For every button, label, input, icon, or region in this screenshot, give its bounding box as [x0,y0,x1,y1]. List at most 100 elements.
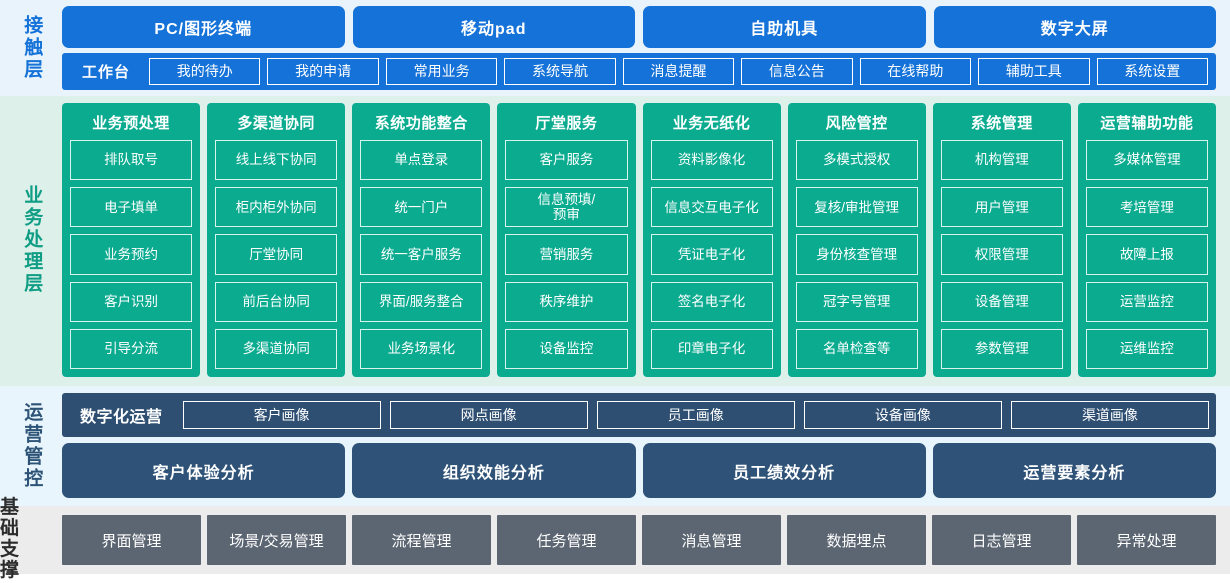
analysis-organization-efficiency[interactable]: 组织效能分析 [352,443,636,498]
business-item[interactable]: 客户服务 [505,140,628,181]
analysis-employee-performance[interactable]: 员工绩效分析 [642,443,926,498]
base-support-layer: 基础支撑 界面管理 场景/交易管理 流程管理 任务管理 消息管理 数据埋点 日志… [0,497,1230,581]
business-item[interactable]: 线上线下协同 [215,140,338,181]
business-item[interactable]: 界面/服务整合 [360,281,483,322]
portrait-chip-channel[interactable]: 渠道画像 [1010,401,1209,429]
business-item[interactable]: 印章电子化 [650,328,773,370]
analysis-customer-experience[interactable]: 客户体验分析 [62,443,346,498]
workbench-item-common-business[interactable]: 常用业务 [385,57,498,85]
business-layer-label: 业务处理层 [0,103,62,377]
business-item[interactable]: 参数管理 [940,328,1063,370]
contact-layer-label: 接触层 [0,6,62,90]
base-chip-task-management[interactable]: 任务管理 [497,515,636,565]
business-item[interactable]: 信息交互电子化 [650,187,773,228]
base-chip-data-tracking[interactable]: 数据埋点 [787,515,926,565]
base-chip-scenario-transaction-management[interactable]: 场景/交易管理 [207,515,346,565]
operations-management-layer: 运营管控 数字化运营 客户画像 网点画像 员工画像 设备画像 渠道画像 客户体验… [0,386,1230,506]
business-item[interactable]: 复核/审批管理 [795,187,918,228]
base-support-row: 界面管理 场景/交易管理 流程管理 任务管理 消息管理 数据埋点 日志管理 异常… [62,515,1216,565]
business-column-items: 机构管理 用户管理 权限管理 设备管理 参数管理 [940,140,1063,370]
terminal-chip-pc[interactable]: PC/图形终端 [62,6,345,48]
terminal-chip-self-service[interactable]: 自助机具 [643,6,926,48]
base-chip-message-management[interactable]: 消息管理 [642,515,781,565]
business-item[interactable]: 多模式授权 [795,140,918,181]
workbench-item-system-settings[interactable]: 系统设置 [1096,57,1208,85]
base-chip-process-management[interactable]: 流程管理 [352,515,491,565]
business-column-items: 排队取号 电子填单 业务预约 客户识别 引导分流 [70,140,193,370]
business-item[interactable]: 设备管理 [940,281,1063,322]
workbench-item-message-alert[interactable]: 消息提醒 [622,57,735,85]
business-column-title: 业务预处理 [92,115,170,132]
business-item[interactable]: 名单检查等 [795,328,918,370]
business-column-title: 系统管理 [970,115,1033,132]
business-column-risk-control: 风险管控 多模式授权 复核/审批管理 身份核查管理 冠字号管理 名单检查等 [787,103,926,377]
business-column-lobby-service: 厅堂服务 客户服务 信息预填/ 预审 营销服务 秩序维护 设备监控 [497,103,636,377]
business-item[interactable]: 考培管理 [1085,187,1208,228]
business-column-items: 线上线下协同 柜内柜外协同 厅堂协同 前后台协同 多渠道协同 [215,140,338,370]
business-item[interactable]: 单点登录 [360,140,483,181]
business-item[interactable]: 冠字号管理 [795,281,918,322]
business-item[interactable]: 前后台协同 [215,281,338,322]
business-item[interactable]: 信息预填/ 预审 [505,187,628,228]
business-item[interactable]: 多渠道协同 [215,328,338,370]
business-item[interactable]: 凭证电子化 [650,234,773,275]
business-item[interactable]: 身份核查管理 [795,234,918,275]
business-item[interactable]: 设备监控 [505,328,628,370]
analysis-operation-elements[interactable]: 运营要素分析 [932,443,1216,498]
business-column-title: 风险管控 [825,115,888,132]
business-item[interactable]: 引导分流 [70,328,193,370]
business-item[interactable]: 电子填单 [70,187,193,228]
business-column-items: 单点登录 统一门户 统一客户服务 界面/服务整合 业务场景化 [360,140,483,370]
business-column-title: 系统功能整合 [374,115,468,132]
business-item[interactable]: 多媒体管理 [1085,140,1208,181]
business-item[interactable]: 用户管理 [940,187,1063,228]
portrait-chip-device[interactable]: 设备画像 [803,401,1002,429]
business-item[interactable]: 运维监控 [1085,328,1208,370]
business-columns: 业务预处理 排队取号 电子填单 业务预约 客户识别 引导分流 多渠道协同 线上线… [62,103,1216,377]
business-item[interactable]: 客户识别 [70,281,193,322]
base-chip-exception-handling[interactable]: 异常处理 [1077,515,1216,565]
business-column-items: 多模式授权 复核/审批管理 身份核查管理 冠字号管理 名单检查等 [795,140,918,370]
business-column-multichannel: 多渠道协同 线上线下协同 柜内柜外协同 厅堂协同 前后台协同 多渠道协同 [207,103,346,377]
contact-layer: 接触层 PC/图形终端 移动pad 自助机具 数字大屏 工作台 我的待办 我的申… [0,0,1230,96]
business-item[interactable]: 厅堂协同 [215,234,338,275]
portrait-chip-customer[interactable]: 客户画像 [182,401,381,429]
business-item[interactable]: 业务场景化 [360,328,483,370]
business-processing-layer: 业务处理层 业务预处理 排队取号 电子填单 业务预约 客户识别 引导分流 多渠道… [0,96,1230,386]
workbench-item-system-navigation[interactable]: 系统导航 [504,57,616,85]
base-layer-label-text: 基础支撑 [0,497,20,581]
terminal-chip-mobile-pad[interactable]: 移动pad [352,6,635,48]
business-item[interactable]: 统一门户 [360,187,483,228]
business-item[interactable]: 排队取号 [70,140,193,181]
terminal-chip-digital-screen[interactable]: 数字大屏 [933,6,1216,48]
business-item[interactable]: 业务预约 [70,234,193,275]
workbench-item-my-application[interactable]: 我的申请 [267,57,379,85]
business-item[interactable]: 统一客户服务 [360,234,483,275]
business-item[interactable]: 权限管理 [940,234,1063,275]
portrait-chip-employee[interactable]: 员工画像 [596,401,795,429]
digital-operations-bar: 数字化运营 客户画像 网点画像 员工画像 设备画像 渠道画像 [62,393,1216,437]
base-chip-ui-management[interactable]: 界面管理 [62,515,201,565]
portrait-chip-branch[interactable]: 网点画像 [389,401,588,429]
business-column-system-integration: 系统功能整合 单点登录 统一门户 统一客户服务 界面/服务整合 业务场景化 [352,103,491,377]
business-item[interactable]: 故障上报 [1085,234,1208,275]
business-column-title: 运营辅助功能 [1100,115,1194,132]
workbench-item-my-todo[interactable]: 我的待办 [149,57,261,85]
business-item[interactable]: 签名电子化 [650,281,773,322]
base-chip-log-management[interactable]: 日志管理 [932,515,1071,565]
business-column-items: 资料影像化 信息交互电子化 凭证电子化 签名电子化 印章电子化 [650,140,773,370]
workbench-item-online-help[interactable]: 在线帮助 [859,57,972,85]
business-item[interactable]: 机构管理 [940,140,1063,181]
workbench-item-aux-tools[interactable]: 辅助工具 [978,57,1090,85]
workbench-bar: 工作台 我的待办 我的申请 常用业务 系统导航 消息提醒 信息公告 在线帮助 辅… [62,52,1216,90]
business-column-title: 多渠道协同 [237,115,315,132]
base-layer-body: 界面管理 场景/交易管理 流程管理 任务管理 消息管理 数据埋点 日志管理 异常… [62,515,1216,565]
business-item[interactable]: 资料影像化 [650,140,773,181]
business-item[interactable]: 营销服务 [505,234,628,275]
workbench-item-announcement[interactable]: 信息公告 [741,57,853,85]
business-item[interactable]: 柜内柜外协同 [215,187,338,228]
business-item[interactable]: 运营监控 [1085,281,1208,322]
business-item[interactable]: 秩序维护 [505,281,628,322]
business-column-operation-support: 运营辅助功能 多媒体管理 考培管理 故障上报 运营监控 运维监控 [1077,103,1216,377]
